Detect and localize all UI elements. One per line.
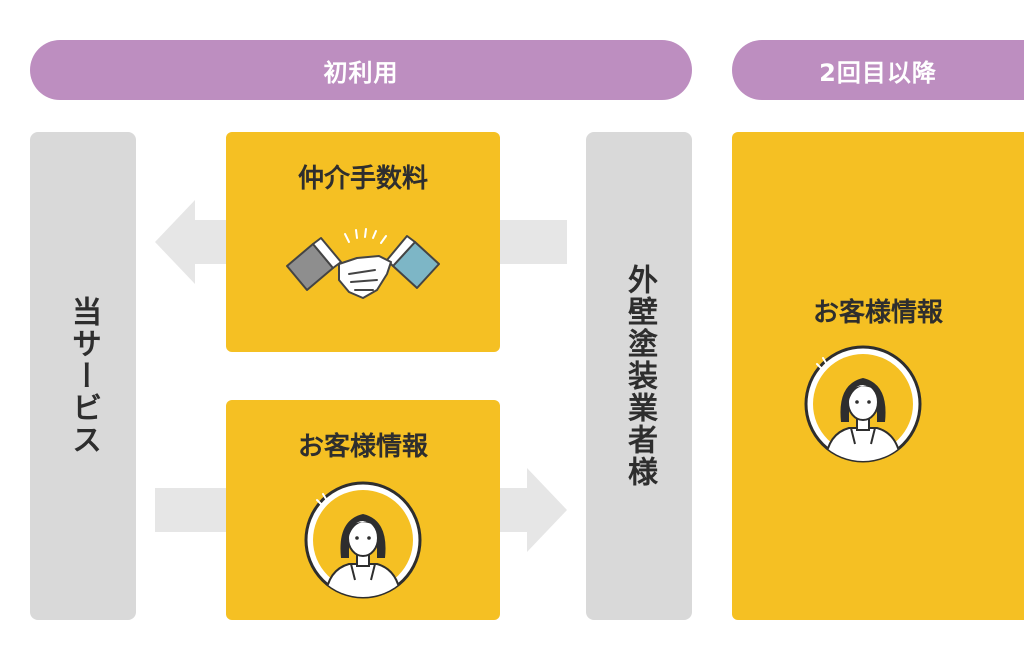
person-icon: [804, 345, 922, 463]
header-second-onwards-label: 2回目以降: [819, 58, 937, 87]
header-first-use: 初利用: [30, 40, 692, 100]
header-second-onwards: 2回目以降: [732, 40, 1024, 100]
contractor-column-label: 外壁塗装業者様: [622, 264, 657, 488]
customer-info-card-title: お客様情報: [297, 432, 428, 462]
service-column-label: 当サービス: [66, 296, 101, 456]
person-icon: [304, 481, 422, 599]
handshake-icon: [286, 228, 440, 299]
contractor-column: 外壁塗装業者様: [586, 132, 692, 620]
customer-info-repeat-card-title: お客様情報: [812, 298, 943, 328]
fee-card: 仲介手数料: [226, 132, 500, 352]
header-first-use-label: 初利用: [323, 58, 399, 87]
fee-card-title: 仲介手数料: [297, 164, 428, 194]
customer-info-repeat-card: お客様情報: [732, 132, 1024, 620]
service-column: 当サービス: [30, 132, 136, 620]
customer-info-card: お客様情報: [226, 400, 500, 620]
